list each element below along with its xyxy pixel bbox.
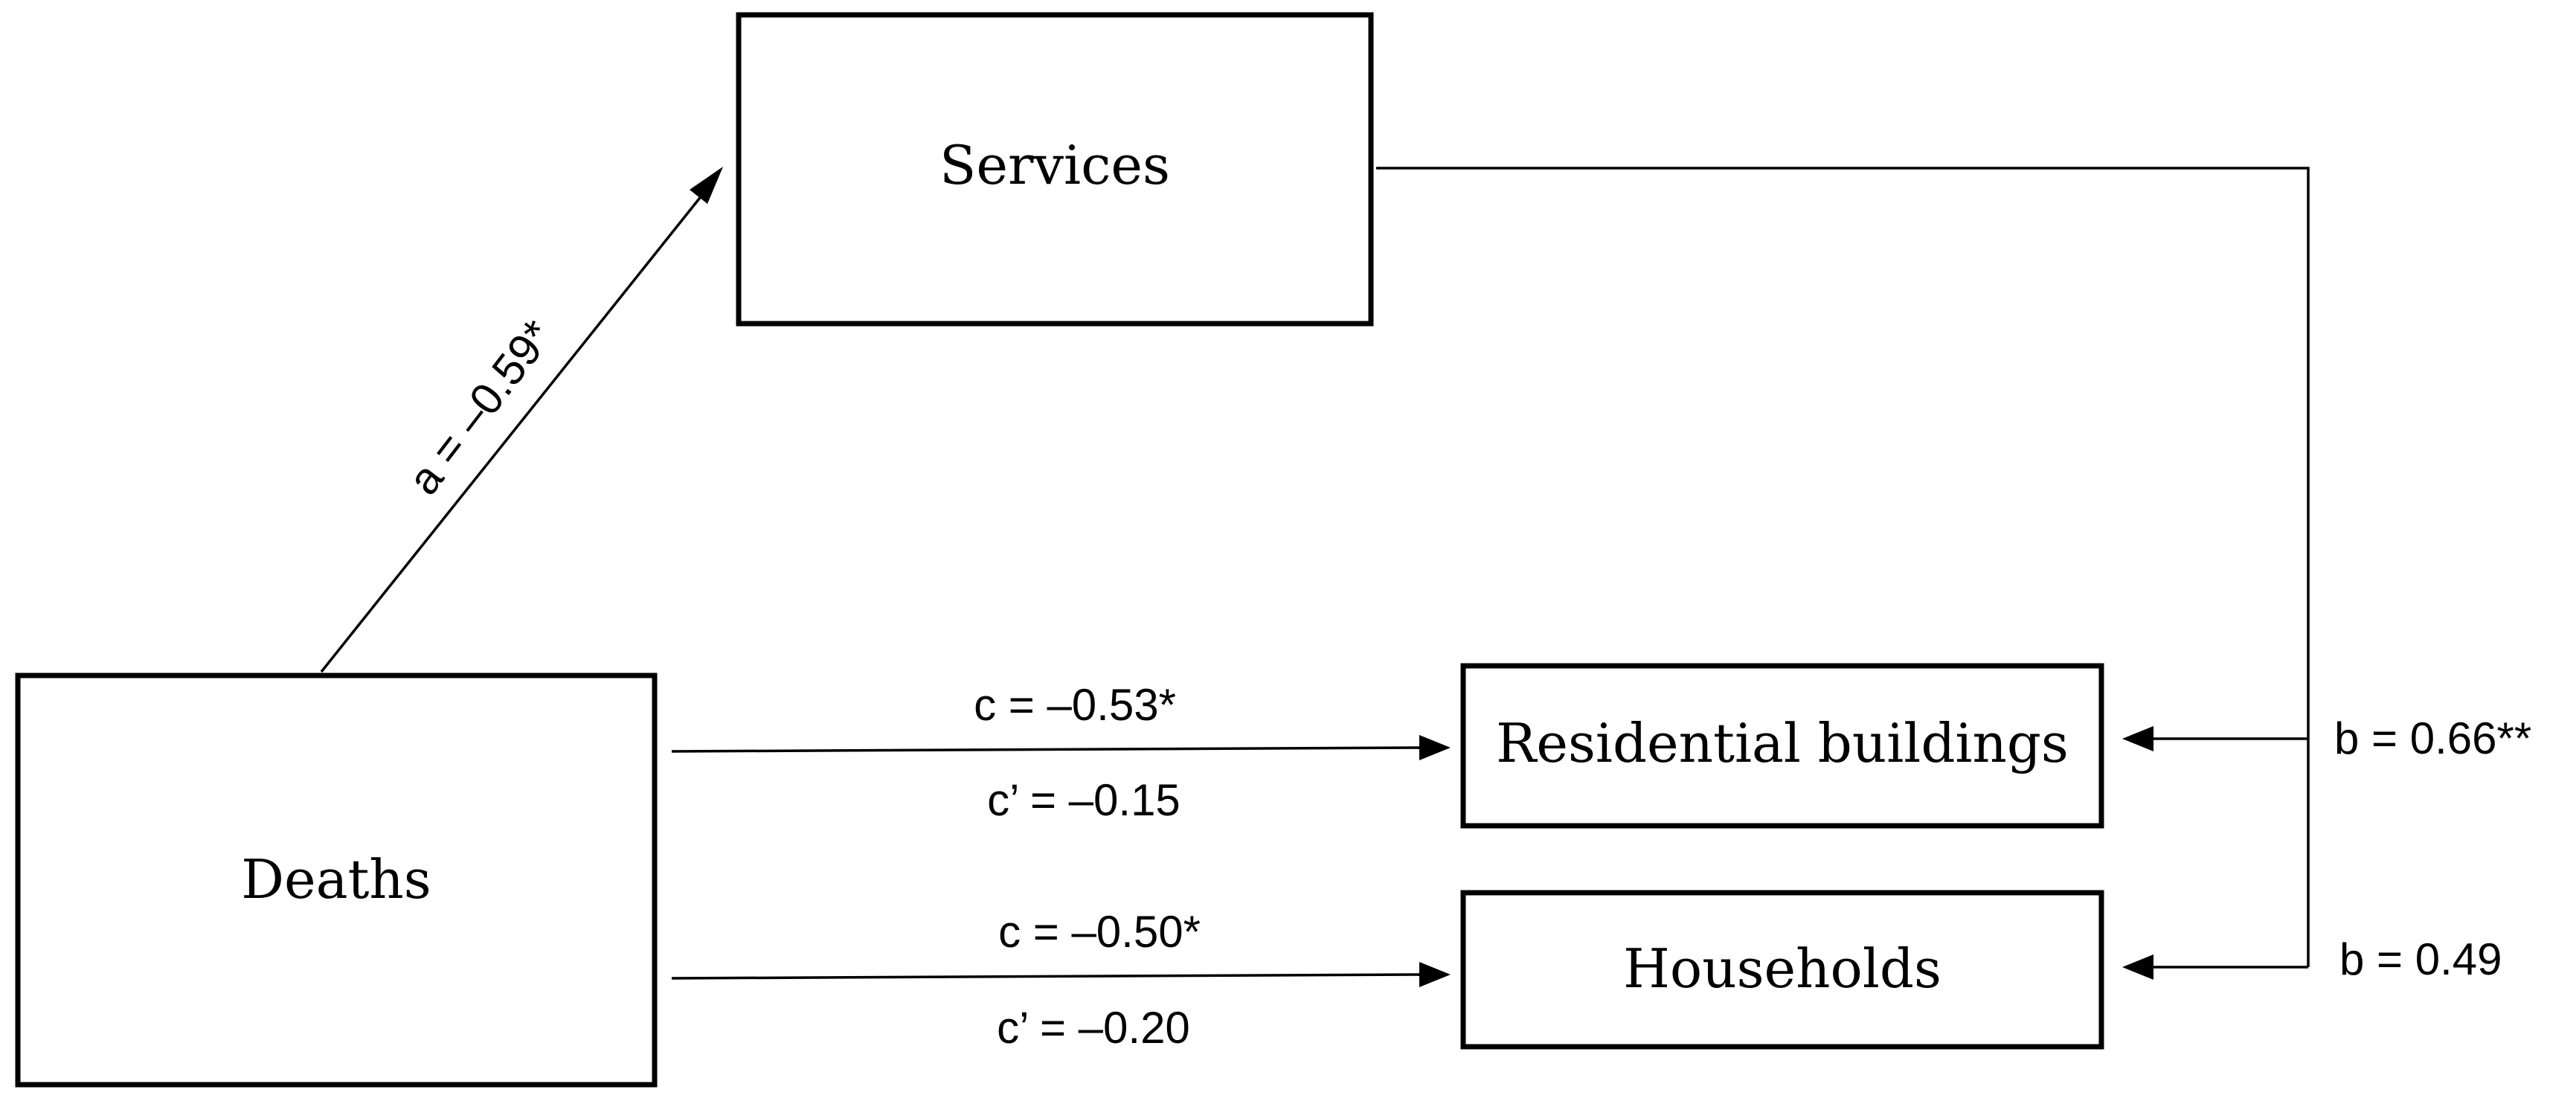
- path-c-residential-line: [671, 746, 1423, 753]
- path-c-households-line: [671, 973, 1423, 980]
- deaths-node: Deaths: [15, 673, 658, 1088]
- path-b-residential-coefficient: b = 0.66**: [2334, 713, 2531, 763]
- path-a: a = –0.59*: [320, 167, 723, 673]
- residential-buildings-node: Residential buildings: [1460, 663, 2104, 829]
- residential-buildings-box: [1460, 663, 2104, 829]
- path-b-households-arrowhead: [2122, 954, 2153, 980]
- deaths-box: [15, 673, 658, 1088]
- services-label: Services: [939, 134, 1170, 196]
- households-node: Households: [1460, 890, 2104, 1050]
- path-b: b = 0.66** b = 0.49: [1376, 167, 2531, 984]
- households-box: [1460, 890, 2104, 1050]
- services-box: [736, 12, 1374, 327]
- path-c-prime-residential-coefficient: c’ = –0.15: [987, 775, 1181, 825]
- path-a-coefficient: a = –0.59*: [398, 311, 562, 504]
- path-c-households-coefficient: c = –0.50*: [998, 907, 1201, 957]
- households-label: Households: [1623, 937, 1941, 1000]
- path-c-residential: c = –0.53* c’ = –0.15: [671, 680, 1451, 825]
- path-b-households-coefficient: b = 0.49: [2339, 934, 2502, 984]
- path-a-arrowhead: [690, 167, 723, 204]
- path-b-residential-arrowhead: [2122, 726, 2153, 751]
- residential-buildings-label: Residential buildings: [1496, 712, 2069, 774]
- deaths-label: Deaths: [241, 848, 431, 911]
- path-c-residential-arrowhead: [1419, 735, 1451, 760]
- path-c-prime-households-coefficient: c’ = –0.20: [997, 1003, 1190, 1053]
- path-c-households: c = –0.50* c’ = –0.20: [671, 907, 1451, 1053]
- path-c-residential-coefficient: c = –0.53*: [974, 680, 1176, 730]
- path-a-line: [320, 193, 704, 673]
- path-b-trunk-line: [1376, 167, 2310, 967]
- services-node: Services: [736, 12, 1374, 327]
- path-c-households-arrowhead: [1419, 962, 1451, 987]
